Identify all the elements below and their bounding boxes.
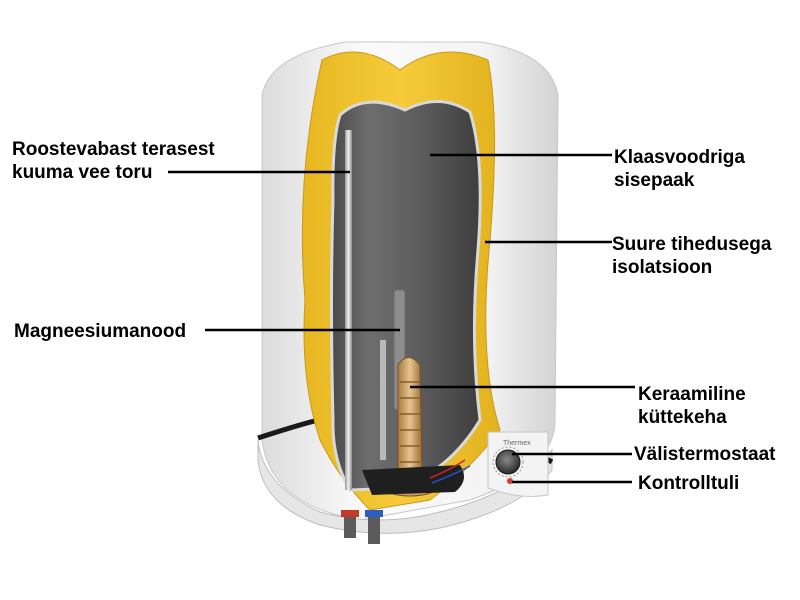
thermostat-knob xyxy=(495,449,521,475)
hot-water-pipe xyxy=(345,130,352,490)
label-insulation-line1: Suure tihedusega xyxy=(612,234,772,255)
label-thermostat-text: Välistermostaat xyxy=(634,444,776,465)
label-thermostat: Välistermostaat xyxy=(634,443,776,466)
bottom-pipes xyxy=(341,510,383,544)
label-heating-element-line1: Keraamiline xyxy=(638,384,746,405)
inner-tank xyxy=(330,100,482,492)
label-inner-tank-line1: Klaasvoodriga xyxy=(614,147,745,168)
leader-lines xyxy=(168,153,635,484)
label-pilot-light: Kontrolltuli xyxy=(638,472,739,495)
label-inner-tank: Klaasvoodriga sisepaak xyxy=(614,146,745,192)
label-hot-water-pipe: Roostevabast terasest kuuma vee toru xyxy=(12,138,215,184)
label-magnesium-anode: Magneesiumanood xyxy=(14,320,186,343)
label-inner-tank-line2: sisepaak xyxy=(614,170,695,191)
base-plate xyxy=(362,459,471,495)
control-panel: Thermex xyxy=(487,431,549,497)
label-insulation: Suure tihedusega isolatsioon xyxy=(612,233,771,279)
label-magnesium-anode-text: Magneesiumanood xyxy=(14,321,187,342)
label-hot-water-pipe-line2: kuuma vee toru xyxy=(12,162,153,183)
control-plate-brand: Thermex xyxy=(503,440,531,447)
label-insulation-line2: isolatsioon xyxy=(612,257,713,278)
label-heating-element-line2: küttekeha xyxy=(638,407,727,428)
label-heating-element: Keraamiline küttekeha xyxy=(638,383,746,429)
label-hot-water-pipe-line1: Roostevabast terasest xyxy=(12,139,215,160)
label-pilot-light-text: Kontrolltuli xyxy=(638,473,740,494)
pilot-light xyxy=(507,478,513,484)
